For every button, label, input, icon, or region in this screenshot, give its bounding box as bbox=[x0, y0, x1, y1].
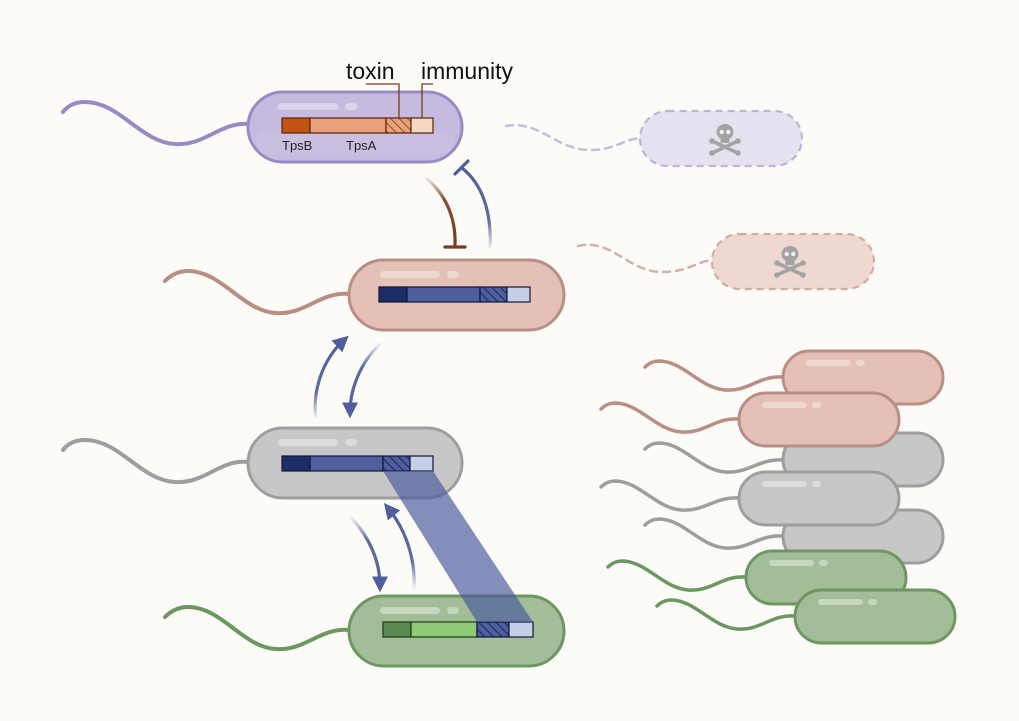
flagellum-green bbox=[163, 604, 352, 652]
gene-callouts: toxin immunity bbox=[346, 58, 514, 118]
immunity-inhibition-arrow bbox=[460, 166, 492, 252]
label-tpsa: TpsA bbox=[346, 138, 377, 153]
gene-cassette-tps-blue-2 bbox=[281, 455, 434, 472]
label-immunity: immunity bbox=[421, 58, 514, 84]
flagellum-purple bbox=[61, 99, 250, 147]
exchange-arrow-down-2 bbox=[348, 514, 388, 593]
exchange-arrow-up-1 bbox=[313, 335, 349, 422]
gene-cassette-tps-green bbox=[382, 621, 534, 638]
cell-cluster bbox=[599, 349, 957, 645]
exchange-arrow-up-2 bbox=[383, 503, 416, 592]
gene-transfer-band bbox=[383, 471, 533, 622]
label-tpsb: TpsB bbox=[282, 138, 312, 153]
label-toxin: toxin bbox=[346, 58, 395, 84]
gene-cassette-tps-orange bbox=[281, 117, 434, 134]
dead-cell-purple bbox=[504, 109, 804, 168]
dead-cell-pink bbox=[576, 232, 876, 291]
exchange-arrow-down-1 bbox=[342, 340, 384, 419]
flagellum-pink bbox=[163, 268, 352, 316]
cell-purple: TpsB TpsA bbox=[61, 90, 464, 164]
toxin-inhibition-arrow bbox=[422, 174, 457, 247]
gene-cassette-tps-blue bbox=[378, 286, 531, 303]
cell-pink bbox=[163, 258, 566, 332]
flagellum-gray bbox=[61, 437, 250, 485]
